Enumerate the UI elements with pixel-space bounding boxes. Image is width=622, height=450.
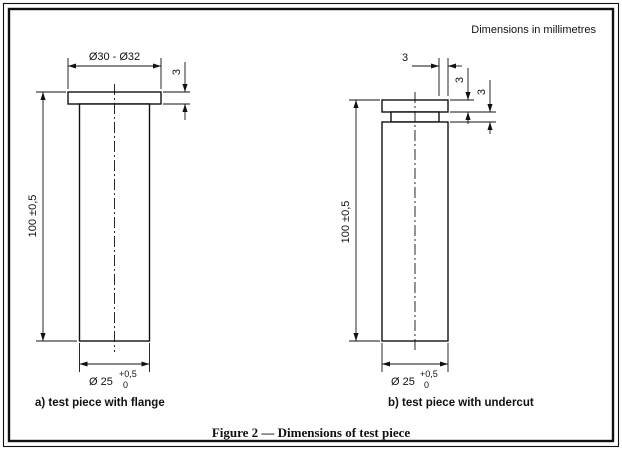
dim-a-tol-upper: +0,5 <box>119 369 137 379</box>
dim-b-undercut-width: 3 <box>450 80 496 134</box>
dim-a-diameter-text: Ø 25 <box>89 376 113 388</box>
dim-b-cap-thickness: 3 <box>450 68 496 124</box>
dim-a-diameter: Ø 25 +0,5 0 <box>79 343 150 390</box>
dim-b-tol-lower: 0 <box>424 380 429 390</box>
dim-b-tol-upper: +0,5 <box>420 369 438 379</box>
dim-b-undercut-depth-text: 3 <box>402 52 408 64</box>
dim-b-diameter-text: Ø 25 <box>391 376 415 388</box>
dim-b-cap-thickness-text: 3 <box>454 77 466 83</box>
piece-b: 3 3 3 100 ±0,5 Ø 25 +0,5 0 <box>340 52 534 409</box>
dim-a-tol-lower: 0 <box>123 380 128 390</box>
dim-a-flange-diameter-text: Ø30 - Ø32 <box>89 51 140 63</box>
piece-a-label: a) test piece with flange <box>35 397 165 409</box>
piece-b-label: b) test piece with undercut <box>388 397 534 409</box>
dim-b-diameter: Ø 25 +0,5 0 <box>381 343 449 390</box>
dim-a-flange-thickness: 3 <box>163 62 190 120</box>
dim-b-length: 100 ±0,5 <box>340 99 380 342</box>
dim-a-length-text: 100 ±0,5 <box>27 195 39 238</box>
figure-caption: Figure 2 — Dimensions of test piece <box>212 425 411 440</box>
units-note: Dimensions in millimetres <box>471 24 596 36</box>
dim-b-undercut-depth: 3 <box>402 52 462 96</box>
dim-b-length-text: 100 ±0,5 <box>340 201 352 244</box>
dim-a-flange-thickness-text: 3 <box>171 69 183 75</box>
dim-b-undercut-width-text: 3 <box>476 89 488 95</box>
dim-a-length: 100 ±0,5 <box>27 91 77 342</box>
dim-a-flange-diameter: Ø30 - Ø32 <box>67 51 162 89</box>
inner-frame <box>7 7 615 443</box>
piece-a: Ø30 - Ø32 3 100 ±0,5 Ø 25 +0,5 0 a) test… <box>27 51 190 409</box>
